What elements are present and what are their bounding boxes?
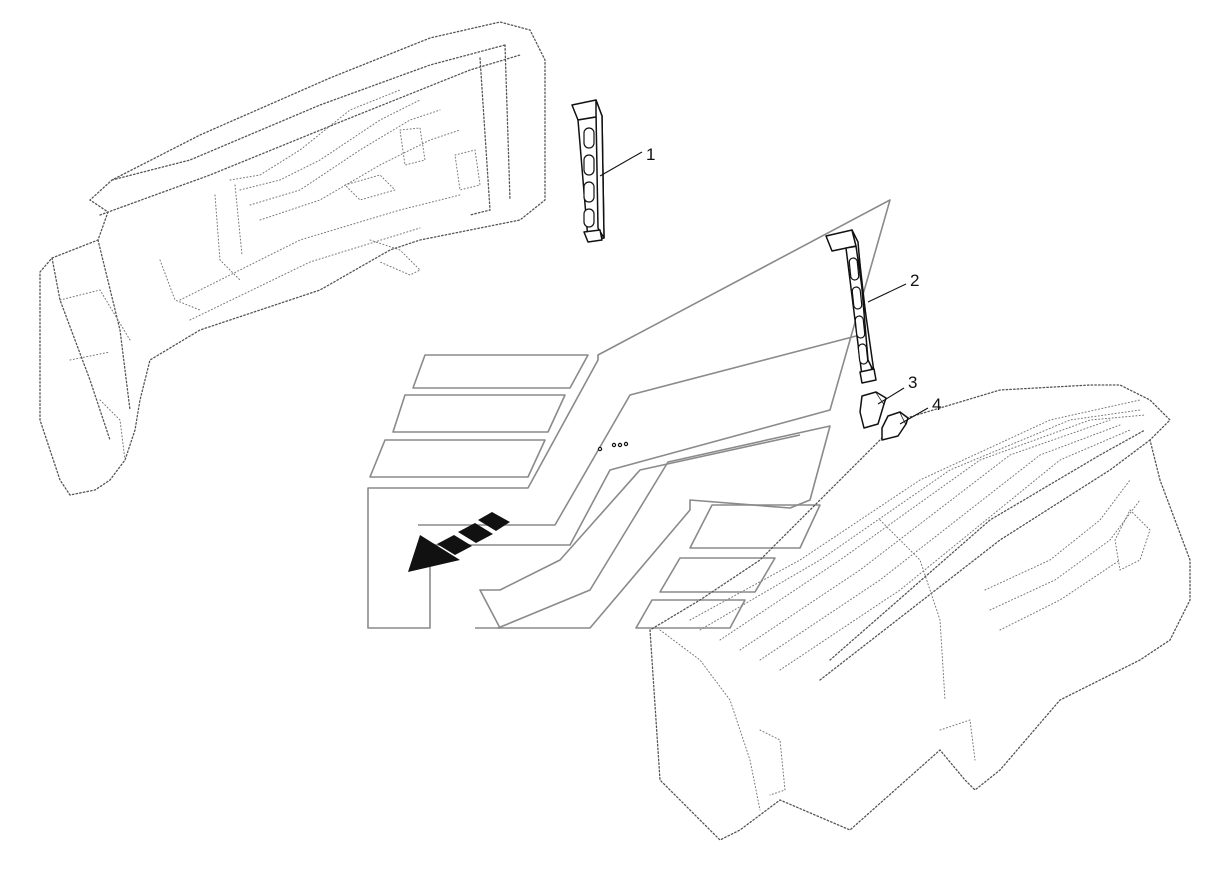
decal-right-stripe-3 [635,599,746,629]
bracket-part-3 [859,387,905,429]
callout-1: 1 [646,145,655,164]
bracket-part-4 [881,407,929,441]
decal-main-panel [367,199,891,629]
left-hood-panel [39,21,546,496]
callout-3: 3 [908,373,917,392]
leader-line-2 [867,283,907,303]
callout-2: 2 [910,271,919,290]
direction-arrow [408,512,510,572]
bracket-part-2 [825,229,907,384]
leader-line-1 [599,151,643,177]
decal-stripe-2 [392,394,566,433]
bracket-part-1 [571,99,643,243]
leader-line-4 [899,407,929,425]
callout-4: 4 [932,395,941,414]
decal-stripe-3 [369,439,546,478]
decal-inner-line [418,334,861,526]
decal-outline [367,199,891,629]
decal-stripe-1 [412,354,589,389]
decal-lower-panel [497,425,831,629]
right-hood-panel [649,384,1191,841]
decal-right-stripe-2 [659,557,776,593]
decal-right-stripe-1 [689,504,821,549]
leader-line-3 [877,387,905,405]
